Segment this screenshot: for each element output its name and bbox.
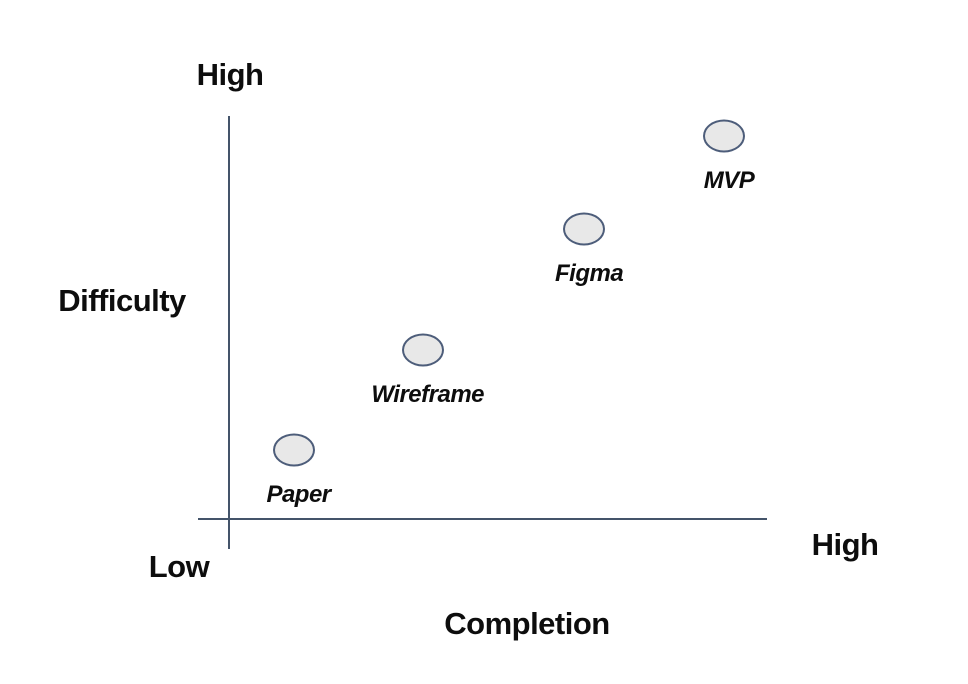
data-point-figma-ellipse <box>563 212 606 246</box>
x-axis-max-label: High <box>811 527 879 562</box>
y-axis-max-label: High <box>196 57 264 92</box>
y-axis-title: Difficulty <box>58 283 186 318</box>
x-axis-title: Completion <box>444 606 610 641</box>
x-axis-line <box>198 518 767 520</box>
data-point-mvp-ellipse <box>702 119 745 153</box>
y-axis-line <box>228 116 230 549</box>
data-point-mvp-label: MVP <box>703 167 755 195</box>
data-point-paper-ellipse <box>272 433 315 467</box>
data-point-figma-label: Figma <box>554 259 624 287</box>
data-point-wireframe-ellipse <box>401 333 444 367</box>
data-point-paper-label: Paper <box>266 481 331 509</box>
data-point-wireframe-label: Wireframe <box>371 380 485 408</box>
origin-min-label: Low <box>148 549 210 584</box>
